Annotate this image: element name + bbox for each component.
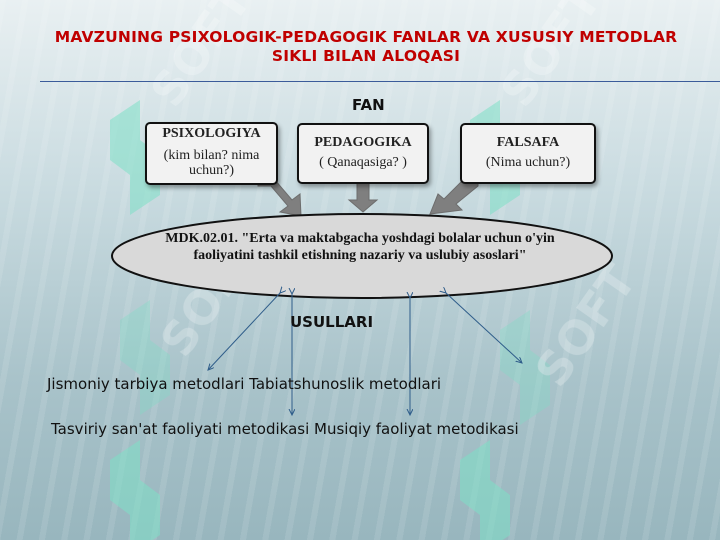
slide-title: MAVZUNING PSIXOLOGIK-PEDAGOGIK FANLAR VA… [54,28,678,65]
box-subtitle: (kim bilan? nima uchun?) [163,148,260,178]
center-module-text: MDK.02.01. "Erta va maktabgacha yoshdagi… [165,231,555,263]
title-divider [40,81,720,82]
thin-arrow-right [446,293,522,363]
box-title: FALSAFA [496,135,560,150]
thick-arrow-pedagogika [347,180,379,213]
fan-label: FAN [352,96,385,114]
methods-line-2: Tasviriy san'at faoliyati metodikasi Mus… [51,420,519,438]
box-title: PSIXOLOGIYA [162,126,261,141]
center-ellipse [111,213,613,299]
box-subtitle: (Nima uchun?) [485,155,571,170]
thick-arrow-psixologiya [257,179,302,217]
methods-label: USULLARI [290,313,374,331]
methods-line-1: Jismoniy tarbiya metodlari Tabiatshunosl… [47,375,442,393]
thick-arrow-falsafa [429,180,479,215]
box-psixologiya: PSIXOLOGIYA (kim bilan? nima uchun?) [145,122,278,185]
box-pedagogika: PEDAGOGIKA ( Qanaqasiga? ) [297,123,429,184]
thin-arrow-left [208,293,280,370]
box-title: PEDAGOGIKA [314,135,412,150]
box-falsafa: FALSAFA (Nima uchun?) [460,123,596,184]
box-subtitle: ( Qanaqasiga? ) [319,155,407,170]
